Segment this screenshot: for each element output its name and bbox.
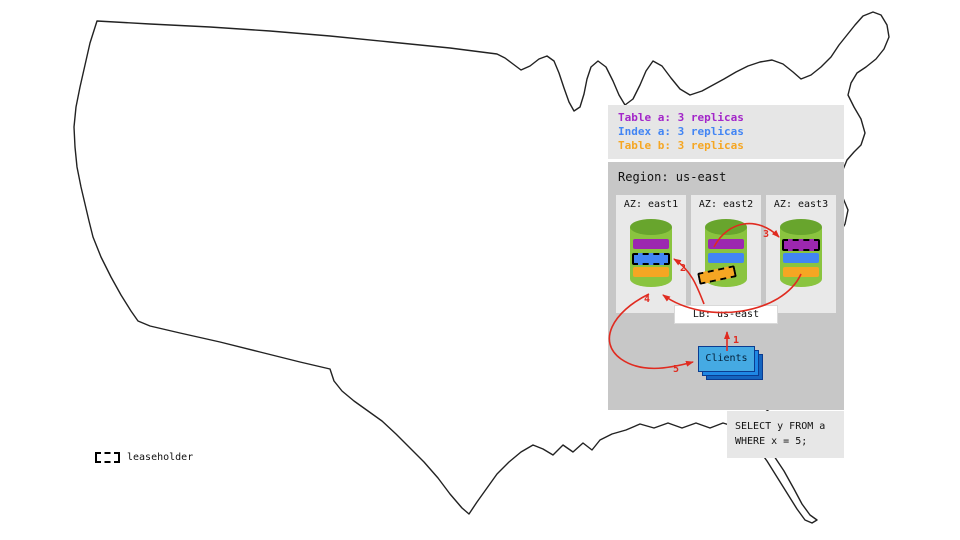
legend-table-b: Table b: 3 replicas (618, 139, 744, 152)
index-a-replica (708, 253, 744, 263)
clients-stack: Clients (698, 346, 768, 384)
az-east2: AZ: east2 (691, 195, 761, 313)
table-b-replica (783, 267, 819, 277)
az-east3: AZ: east3 (766, 195, 836, 313)
az-east2-label: AZ: east2 (698, 199, 754, 210)
region-title: Region: us-east (618, 170, 727, 184)
leaseholder-key: leaseholder (95, 450, 235, 464)
table-a-replica (633, 239, 669, 249)
az-east1-label: AZ: east1 (623, 199, 679, 210)
index-a-replica-leaseholder (632, 253, 670, 265)
sql-line-2: WHERE x = 5; (735, 436, 808, 447)
sql-query-box: SELECT y FROM a WHERE x = 5; (727, 411, 844, 458)
table-b-replica (633, 267, 669, 277)
table-a-replica-leaseholder (782, 239, 820, 251)
leaseholder-label: leaseholder (127, 452, 194, 463)
sql-line-1: SELECT y FROM a (735, 421, 826, 432)
clients-box: Clients (698, 346, 755, 372)
az-east3-label: AZ: east3 (773, 199, 829, 210)
replica-legend-panel: Table a: 3 replicas Index a: 3 replicas … (608, 105, 844, 159)
legend-table-a: Table a: 3 replicas (618, 111, 744, 124)
load-balancer-box: LB: us-east (674, 305, 778, 324)
leaseholder-swatch-icon (95, 452, 120, 463)
az-east1: AZ: east1 (616, 195, 686, 313)
table-a-replica (708, 239, 744, 249)
index-a-replica (783, 253, 819, 263)
az-row: AZ: east1 AZ: east2 AZ: east3 (616, 195, 836, 313)
legend-index-a: Index a: 3 replicas (618, 125, 744, 138)
